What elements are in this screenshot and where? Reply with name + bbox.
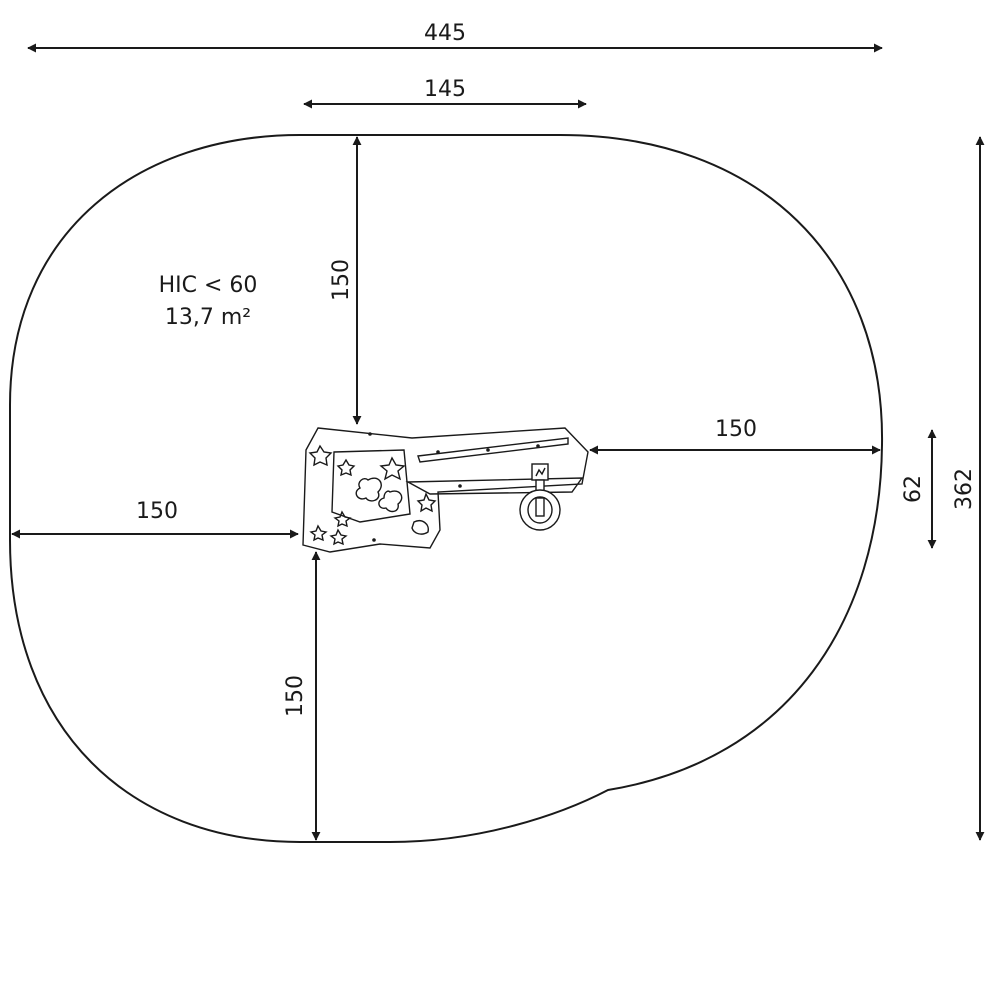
climbing-panel xyxy=(331,449,411,523)
equipment-bench xyxy=(405,477,584,495)
equipment-beam xyxy=(417,437,569,463)
total-width-label: 445 xyxy=(424,21,466,46)
right-clearance-label: 150 xyxy=(715,417,757,442)
fixing-dots xyxy=(368,432,540,542)
equipment-width-label: 145 xyxy=(424,77,466,102)
climbing-holds xyxy=(308,444,437,546)
safety-zone-outline xyxy=(9,134,884,843)
top-clearance-label: 150 xyxy=(329,259,354,301)
equipment-platform xyxy=(302,427,589,553)
hic-label: HIC < 60 xyxy=(159,273,258,298)
area-label: 13,7 m² xyxy=(165,305,251,330)
left-clearance-label: 150 xyxy=(136,499,178,524)
play-equipment xyxy=(302,427,589,553)
bottom-clearance-label: 150 xyxy=(283,675,308,717)
wheel-inner xyxy=(527,496,553,524)
wheel-hub xyxy=(535,497,545,517)
equipment-depth-label: 62 xyxy=(901,475,926,503)
total-depth-label: 362 xyxy=(952,468,977,510)
